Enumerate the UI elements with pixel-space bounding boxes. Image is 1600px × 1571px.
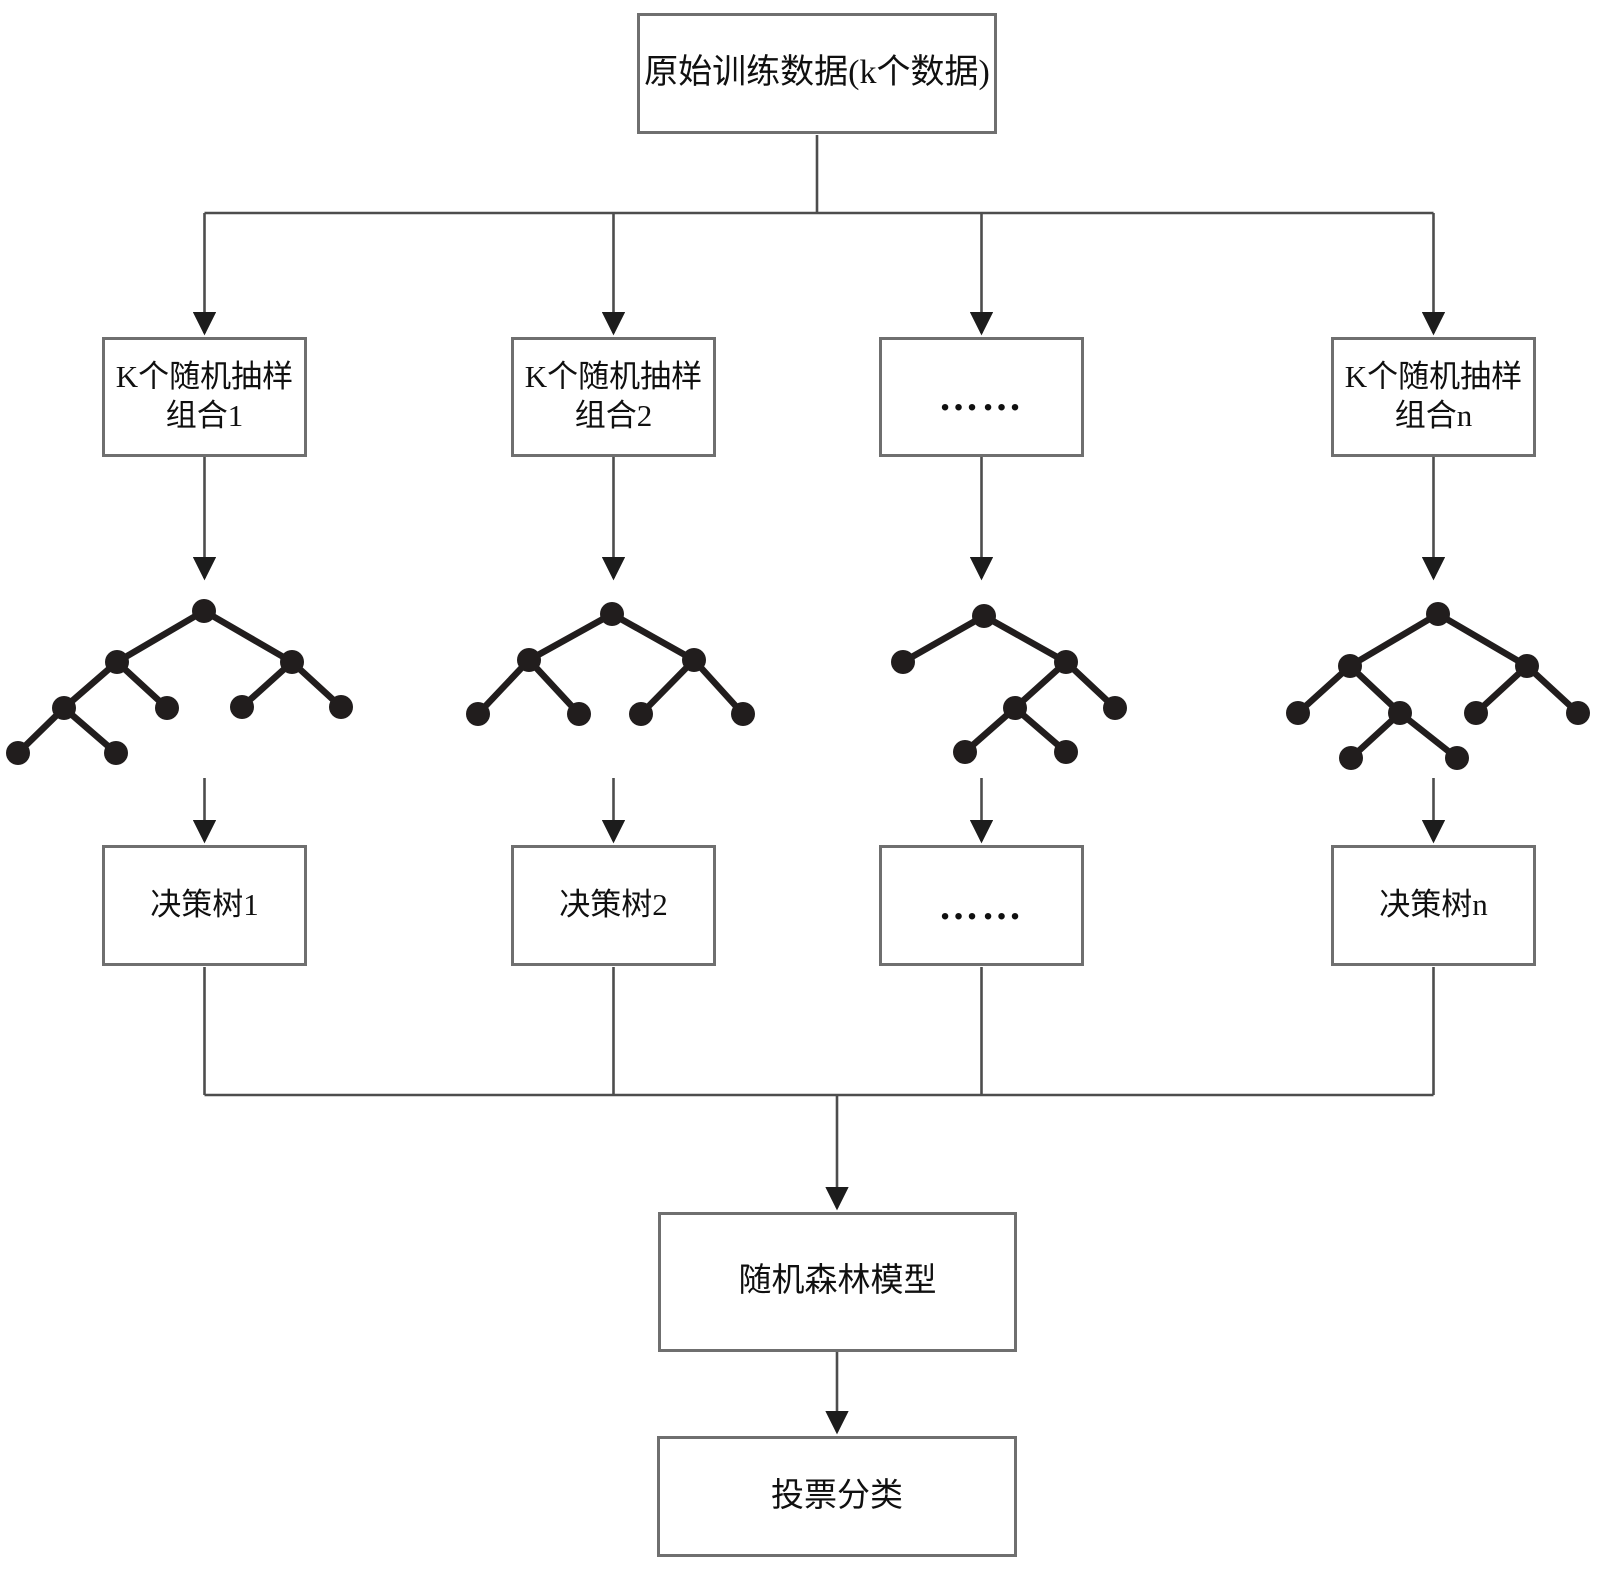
tree-node [600,602,624,626]
tree-node [1388,701,1412,725]
box-decision-tree-1: 决策树1 [102,845,307,966]
tree-node [731,702,755,726]
tree-edge [202,608,294,665]
tree-node [953,740,977,764]
tree-edge [527,611,614,663]
tree-node [682,648,706,672]
tree-node [1445,746,1469,770]
tree-node [230,695,254,719]
tree-node [1515,654,1539,678]
tree-node [1054,740,1078,764]
box-decision-tree-ellipsis: …… [879,845,1084,966]
tree-node [192,599,216,623]
tree-node [1103,696,1127,720]
tree-edge [475,657,532,717]
tree-node [329,695,353,719]
tree-node [1464,701,1488,725]
tree-node [1566,701,1590,725]
tree-node [155,696,179,720]
box-voting-classification: 投票分类 [657,1436,1017,1557]
ellipsis-text: …… [938,374,1025,419]
tree-node [280,650,304,674]
decision-tree-illustration-1 [6,599,353,765]
box-random-forest-model: 随机森林模型 [658,1212,1017,1352]
box-decision-tree-n: 决策树n [1331,845,1536,966]
tree-edge [610,611,696,663]
tree-node [52,696,76,720]
tree-node [1339,746,1363,770]
box-decision-tree-2: 决策树2 [511,845,716,966]
decision-tree-illustration-2 [466,602,755,726]
tree-node [466,702,490,726]
tree-node [105,650,129,674]
box-random-sample-combination-n: K个随机抽样组合n [1331,337,1536,457]
tree-node [629,702,653,726]
decision-tree-illustration-3 [891,604,1127,764]
tree-node [1003,696,1027,720]
tree-node [567,702,591,726]
tree-node [517,648,541,672]
tree-edge [638,657,697,717]
decision-tree-illustration-4 [1286,602,1590,770]
tree-node [891,650,915,674]
tree-edge [1397,710,1460,761]
tree-edge [1348,611,1440,669]
box-original-training-data: 原始训练数据(k个数据) [637,13,997,134]
tree-edge [982,613,1068,665]
tree-node [1286,701,1310,725]
tree-node [104,741,128,765]
box-random-sample-combination-1: K个随机抽样组合1 [102,337,307,457]
tree-edge [1436,611,1529,669]
tree-node [6,741,30,765]
tree-edge [115,608,206,665]
box-random-sample-combination-2: K个随机抽样组合2 [511,337,716,457]
tree-node [1426,602,1450,626]
box-random-sample-ellipsis: …… [879,337,1084,457]
tree-node [972,604,996,628]
tree-node [1054,650,1078,674]
tree-node [1338,654,1362,678]
tree-edge [901,613,986,665]
tree-edge [691,657,746,717]
ellipsis-text: …… [938,882,1025,928]
tree-edge [526,657,582,717]
